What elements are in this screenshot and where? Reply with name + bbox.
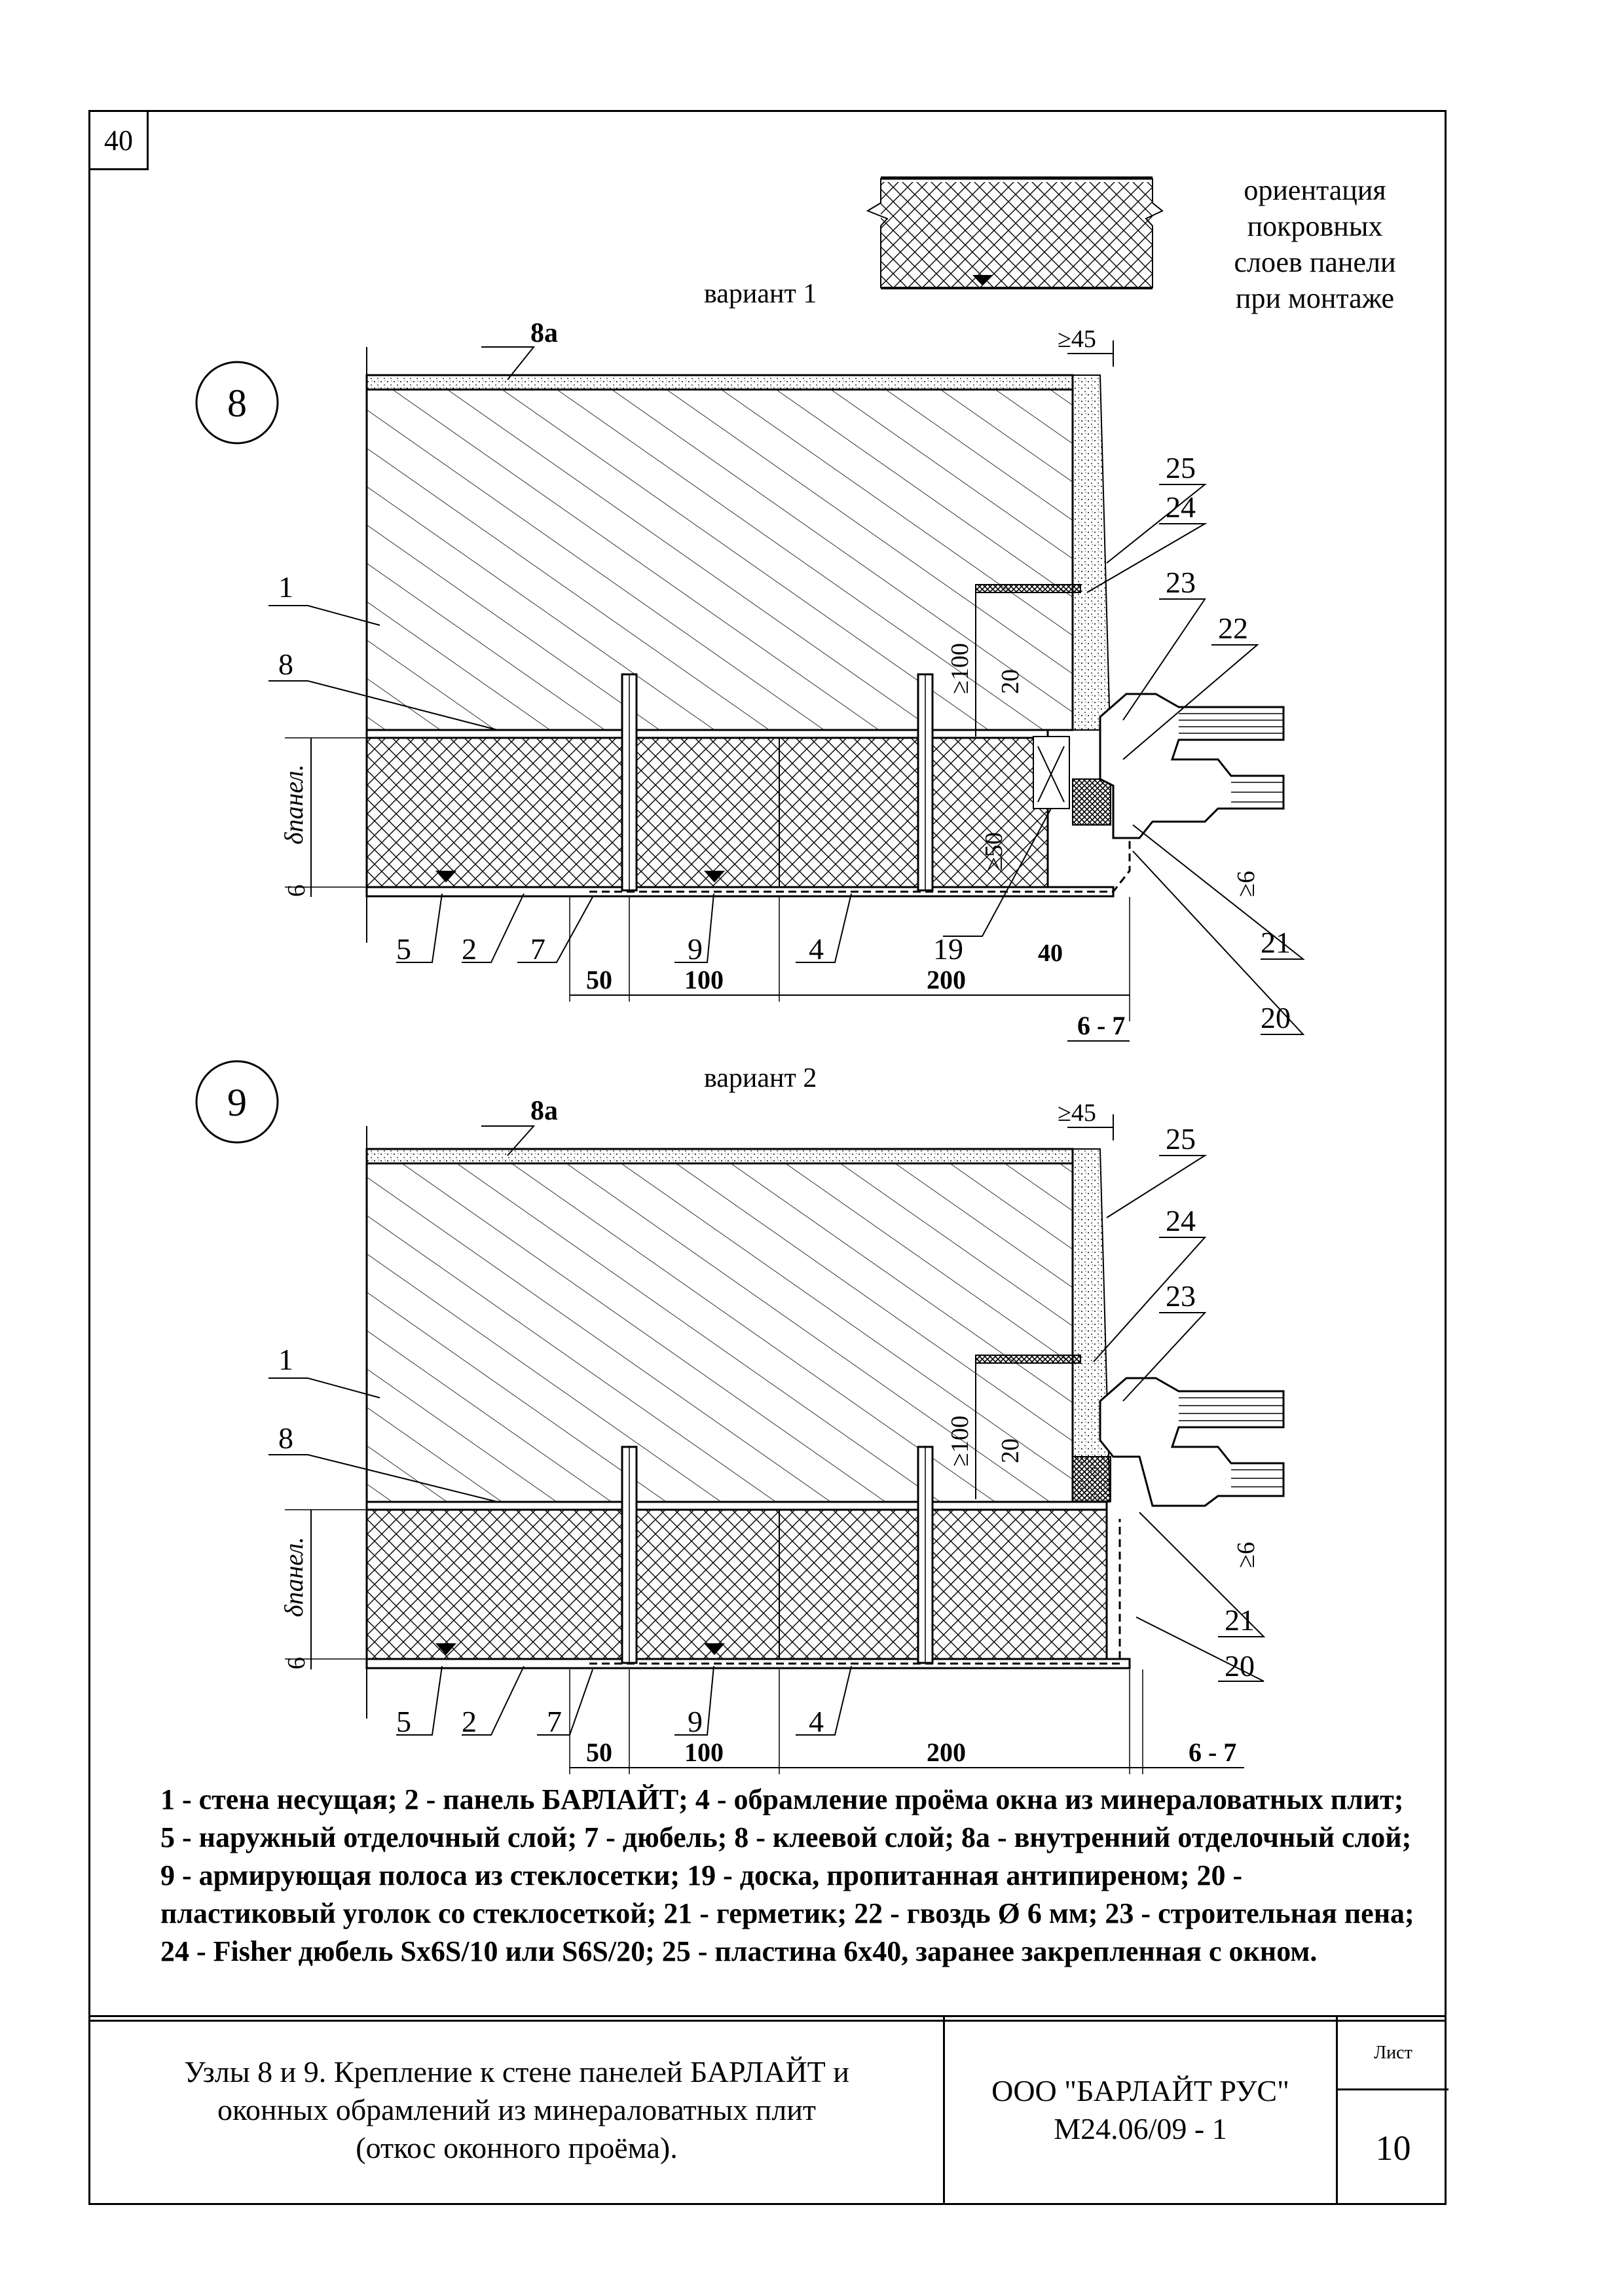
title-block-org: ООО "БАРЛАЙТ РУС" М24.06/09 - 1	[945, 2017, 1338, 2203]
node-9-dim-20: 20	[997, 1438, 1024, 1463]
node-8-dim-delta: δпанел.	[279, 764, 308, 845]
title-line-1: Узлы 8 и 9. Крепление к стене панелей БА…	[184, 2055, 849, 2088]
node-8-label-7: 7	[530, 932, 545, 966]
node-9-section: вариант 2 9	[195, 1060, 1285, 1774]
variant2-label: вариант 2	[704, 1063, 817, 1093]
node-8-number: 8	[227, 382, 247, 425]
org-name: ООО "БАРЛАЙТ РУС"	[991, 2074, 1289, 2107]
orientation-note-line1: ориентация	[1244, 174, 1386, 206]
node-8-dim-50: ≥50	[980, 832, 1008, 871]
node-9-label-4: 4	[809, 1705, 824, 1738]
node-8-label-4: 4	[809, 932, 824, 966]
node-9-label-21: 21	[1225, 1603, 1255, 1637]
orientation-note-line4: при монтаже	[1236, 282, 1394, 314]
node-8-dim-50h: 50	[586, 965, 612, 994]
node-8-label-1: 1	[278, 570, 293, 604]
orientation-sketch: вариант 1 ориентация покровных слоев пан…	[704, 174, 1395, 314]
node-8-dim-100: ≥100	[946, 643, 974, 694]
node-8-label-23: 23	[1166, 566, 1196, 599]
node-8-label-2: 2	[462, 932, 477, 966]
node-8-dim-200h: 200	[927, 965, 966, 994]
title-line-3: (откос оконного проёма).	[356, 2131, 678, 2164]
node-9-number: 9	[227, 1081, 247, 1124]
node-9-label-1: 1	[278, 1343, 293, 1376]
doc-code: М24.06/09 - 1	[1054, 2112, 1227, 2145]
node-8-label-20: 20	[1261, 1001, 1291, 1034]
node-9-dim-100h: 100	[684, 1738, 724, 1767]
node-9-dim-200h: 200	[927, 1738, 966, 1767]
node-9-label-25: 25	[1166, 1122, 1196, 1156]
variant1-label: вариант 1	[704, 279, 817, 309]
node-8-label-8: 8	[278, 647, 293, 681]
node-8-dim-100h: 100	[684, 965, 724, 994]
node-8-label-21: 21	[1261, 926, 1291, 959]
title-line-2: оконных обрамлений из минераловатных пли…	[217, 2093, 816, 2126]
node-9-label-5: 5	[396, 1705, 411, 1738]
node-8-dim-6-7: 6 - 7	[1077, 1011, 1125, 1040]
node-9-dim-delta: δпанел.	[279, 1537, 308, 1617]
node-8-label-19: 19	[933, 932, 963, 966]
node-9-dim-100: ≥100	[946, 1415, 974, 1467]
node-9-label-23: 23	[1166, 1279, 1196, 1313]
orientation-note-line2: покровных	[1247, 210, 1383, 242]
page-number: 40	[88, 110, 149, 170]
node-8-label-5: 5	[396, 932, 411, 966]
orientation-note-line3: слоев панели	[1234, 246, 1396, 278]
sheet-label: Лист	[1338, 2017, 1449, 2090]
node-8-label-25: 25	[1166, 451, 1196, 484]
node-9-dim-6-7: 6 - 7	[1189, 1738, 1236, 1767]
node-9-dim-50h: 50	[586, 1738, 612, 1767]
node-8-dim-40: 40	[1038, 939, 1063, 967]
title-block-title: Узлы 8 и 9. Крепление к стене панелей БА…	[90, 2017, 945, 2203]
node-8-label-8a: 8а	[530, 318, 558, 348]
node-8-label-9: 9	[688, 932, 703, 966]
node-9-label-9: 9	[688, 1705, 703, 1738]
node-9-dim-45: ≥45	[1058, 1099, 1096, 1127]
node-9-label-8a: 8а	[530, 1096, 558, 1126]
node-9-label-20: 20	[1225, 1649, 1255, 1683]
sheet-number: 10	[1375, 2128, 1411, 2168]
node-8-dim-6v: ≥6	[1232, 871, 1260, 897]
node-8-dim-6left: 6	[283, 884, 310, 897]
node-8-dim-45: ≥45	[1058, 325, 1096, 353]
node-9-label-2: 2	[462, 1705, 477, 1738]
node-8-label-22: 22	[1218, 611, 1248, 645]
node-9-label-24: 24	[1166, 1204, 1196, 1237]
drawing-frame	[88, 110, 1447, 2022]
node-8-section: 8	[195, 318, 1305, 1042]
node-9-label-8: 8	[278, 1421, 293, 1455]
node-8-dim-20: 20	[997, 669, 1024, 694]
title-block: Узлы 8 и 9. Крепление к стене панелей БА…	[88, 2015, 1449, 2205]
node-8-label-24: 24	[1166, 490, 1196, 524]
legend: 1 - стена несущая; 2 - панель БАРЛАЙТ; 4…	[160, 1783, 1414, 1967]
node-9-label-7: 7	[547, 1705, 562, 1738]
node-9-dim-6v: ≥6	[1232, 1542, 1260, 1568]
node-9-dim-6left: 6	[283, 1657, 310, 1669]
